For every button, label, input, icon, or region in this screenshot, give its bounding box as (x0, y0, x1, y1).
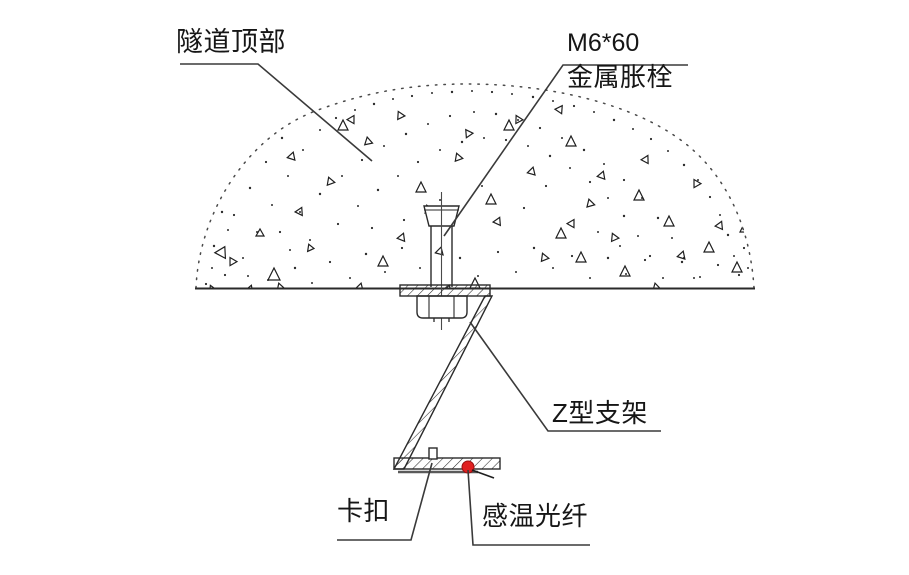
leader-fiber (467, 469, 590, 546)
concrete-dome-outline (195, 83, 755, 289)
label-bolt-spec: M6*60 (567, 29, 640, 57)
label-tunnel-top: 隧道顶部 (176, 27, 286, 57)
leader-lines (180, 63, 688, 546)
label-z-bracket: Z型支架 (552, 398, 648, 428)
leader-clip (337, 462, 433, 541)
z-bracket-top-flange (399, 284, 491, 297)
concrete-aggregate-triangles (208, 104, 752, 288)
expansion-bolt (416, 192, 468, 330)
hex-nut (416, 295, 468, 319)
leader-tunnel-top (180, 63, 373, 162)
tunnel-ceiling-concrete (195, 83, 755, 290)
leader-z-bracket (469, 321, 661, 432)
z-bracket (392, 284, 501, 474)
label-bolt-name: 金属胀栓 (567, 62, 674, 92)
label-clip: 卡扣 (337, 496, 391, 526)
leader-expansion-bolt (443, 64, 688, 237)
z-bracket-diagonal-web (392, 295, 494, 470)
label-fiber: 感温光纤 (482, 501, 589, 531)
z-bracket-bottom-flange (393, 457, 501, 470)
concrete-dot-fill (204, 90, 749, 286)
cable-clip (428, 447, 438, 460)
